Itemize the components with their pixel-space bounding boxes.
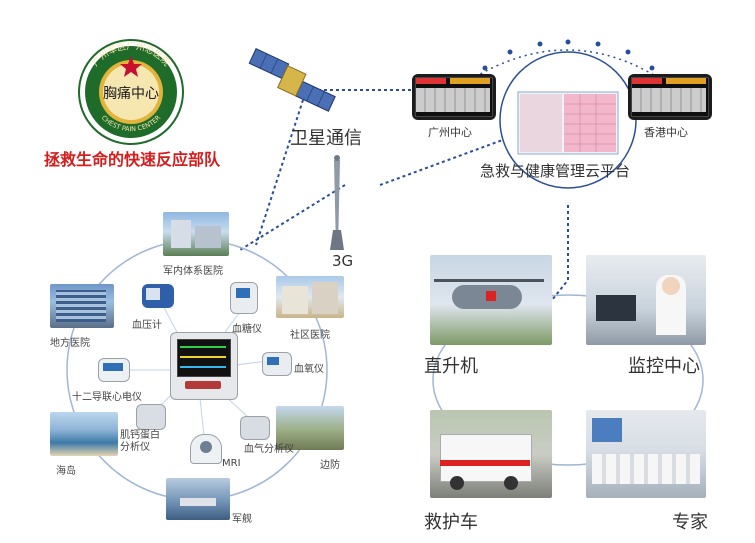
helicopter-photo xyxy=(430,255,552,345)
local-hospital-photo xyxy=(50,284,114,328)
mri-icon xyxy=(190,434,222,464)
military-hospital-photo xyxy=(163,212,229,256)
device-troponin: 肌钙蛋白分析仪 xyxy=(120,430,160,453)
node-local-hospital: 地方医院 xyxy=(50,338,90,349)
node-experts: 专家 xyxy=(672,512,708,533)
frontier-photo xyxy=(276,406,344,450)
island-photo xyxy=(50,412,118,456)
node-community-hospital: 社区医院 xyxy=(290,330,330,341)
community-hospital-photo xyxy=(276,276,344,318)
central-monitor-device xyxy=(170,332,238,400)
dotted-links xyxy=(239,89,569,301)
blood-pressure-meter-icon xyxy=(142,284,174,308)
warship-photo xyxy=(166,478,230,520)
glucose-meter-icon xyxy=(230,282,258,314)
node-island: 海岛 xyxy=(56,466,76,477)
tower-icon xyxy=(330,155,344,250)
cloud-platform-label: 急救与健康管理云平台 xyxy=(480,162,631,180)
node-monitor-center: 监控中心 xyxy=(628,356,700,377)
logo-center-text: 胸痛中心 xyxy=(103,85,159,102)
guangzhou-center-monitor xyxy=(412,74,496,120)
satellite-icon xyxy=(248,48,336,112)
device-glucose: 血糖仪 xyxy=(232,324,262,335)
hongkong-center-label: 香港中心 xyxy=(644,126,688,139)
ecg-machine-icon xyxy=(98,358,130,382)
node-frontier: 边防 xyxy=(320,460,340,471)
orbit-arc xyxy=(469,39,663,81)
tower-label: 3G xyxy=(332,252,354,270)
monitor-center-photo xyxy=(586,255,706,345)
device-oximeter: 血氧仪 xyxy=(294,364,324,375)
node-military-hospital: 军内体系医院 xyxy=(163,266,223,277)
device-mri: MRI xyxy=(222,458,241,469)
device-blood-gas: 血气分析仪 xyxy=(244,444,294,455)
experts-photo xyxy=(586,410,706,498)
troponin-analyzer-icon xyxy=(136,404,166,430)
device-ecg: 十二导联心电仪 xyxy=(72,392,142,403)
satellite-label: 卫星通信 xyxy=(290,128,362,149)
slogan: 拯救生命的快速反应部队 xyxy=(44,150,221,169)
oximeter-icon xyxy=(262,352,292,376)
guangzhou-center-label: 广州中心 xyxy=(428,126,472,139)
blood-gas-analyzer-icon xyxy=(240,416,270,440)
right-network-ring xyxy=(432,294,704,466)
hongkong-center-monitor xyxy=(628,74,712,120)
node-helicopter: 直升机 xyxy=(424,356,478,377)
node-ambulance: 救护车 xyxy=(424,512,478,533)
device-blood-pressure: 血压计 xyxy=(132,320,162,331)
ambulance-photo xyxy=(430,410,552,498)
node-warship: 军舰 xyxy=(232,514,252,525)
cloud-platform-circle xyxy=(499,51,637,189)
logo-seal: 广州军区广州总医院 CHEST PAIN CENTER 胸痛中心 xyxy=(78,39,184,145)
